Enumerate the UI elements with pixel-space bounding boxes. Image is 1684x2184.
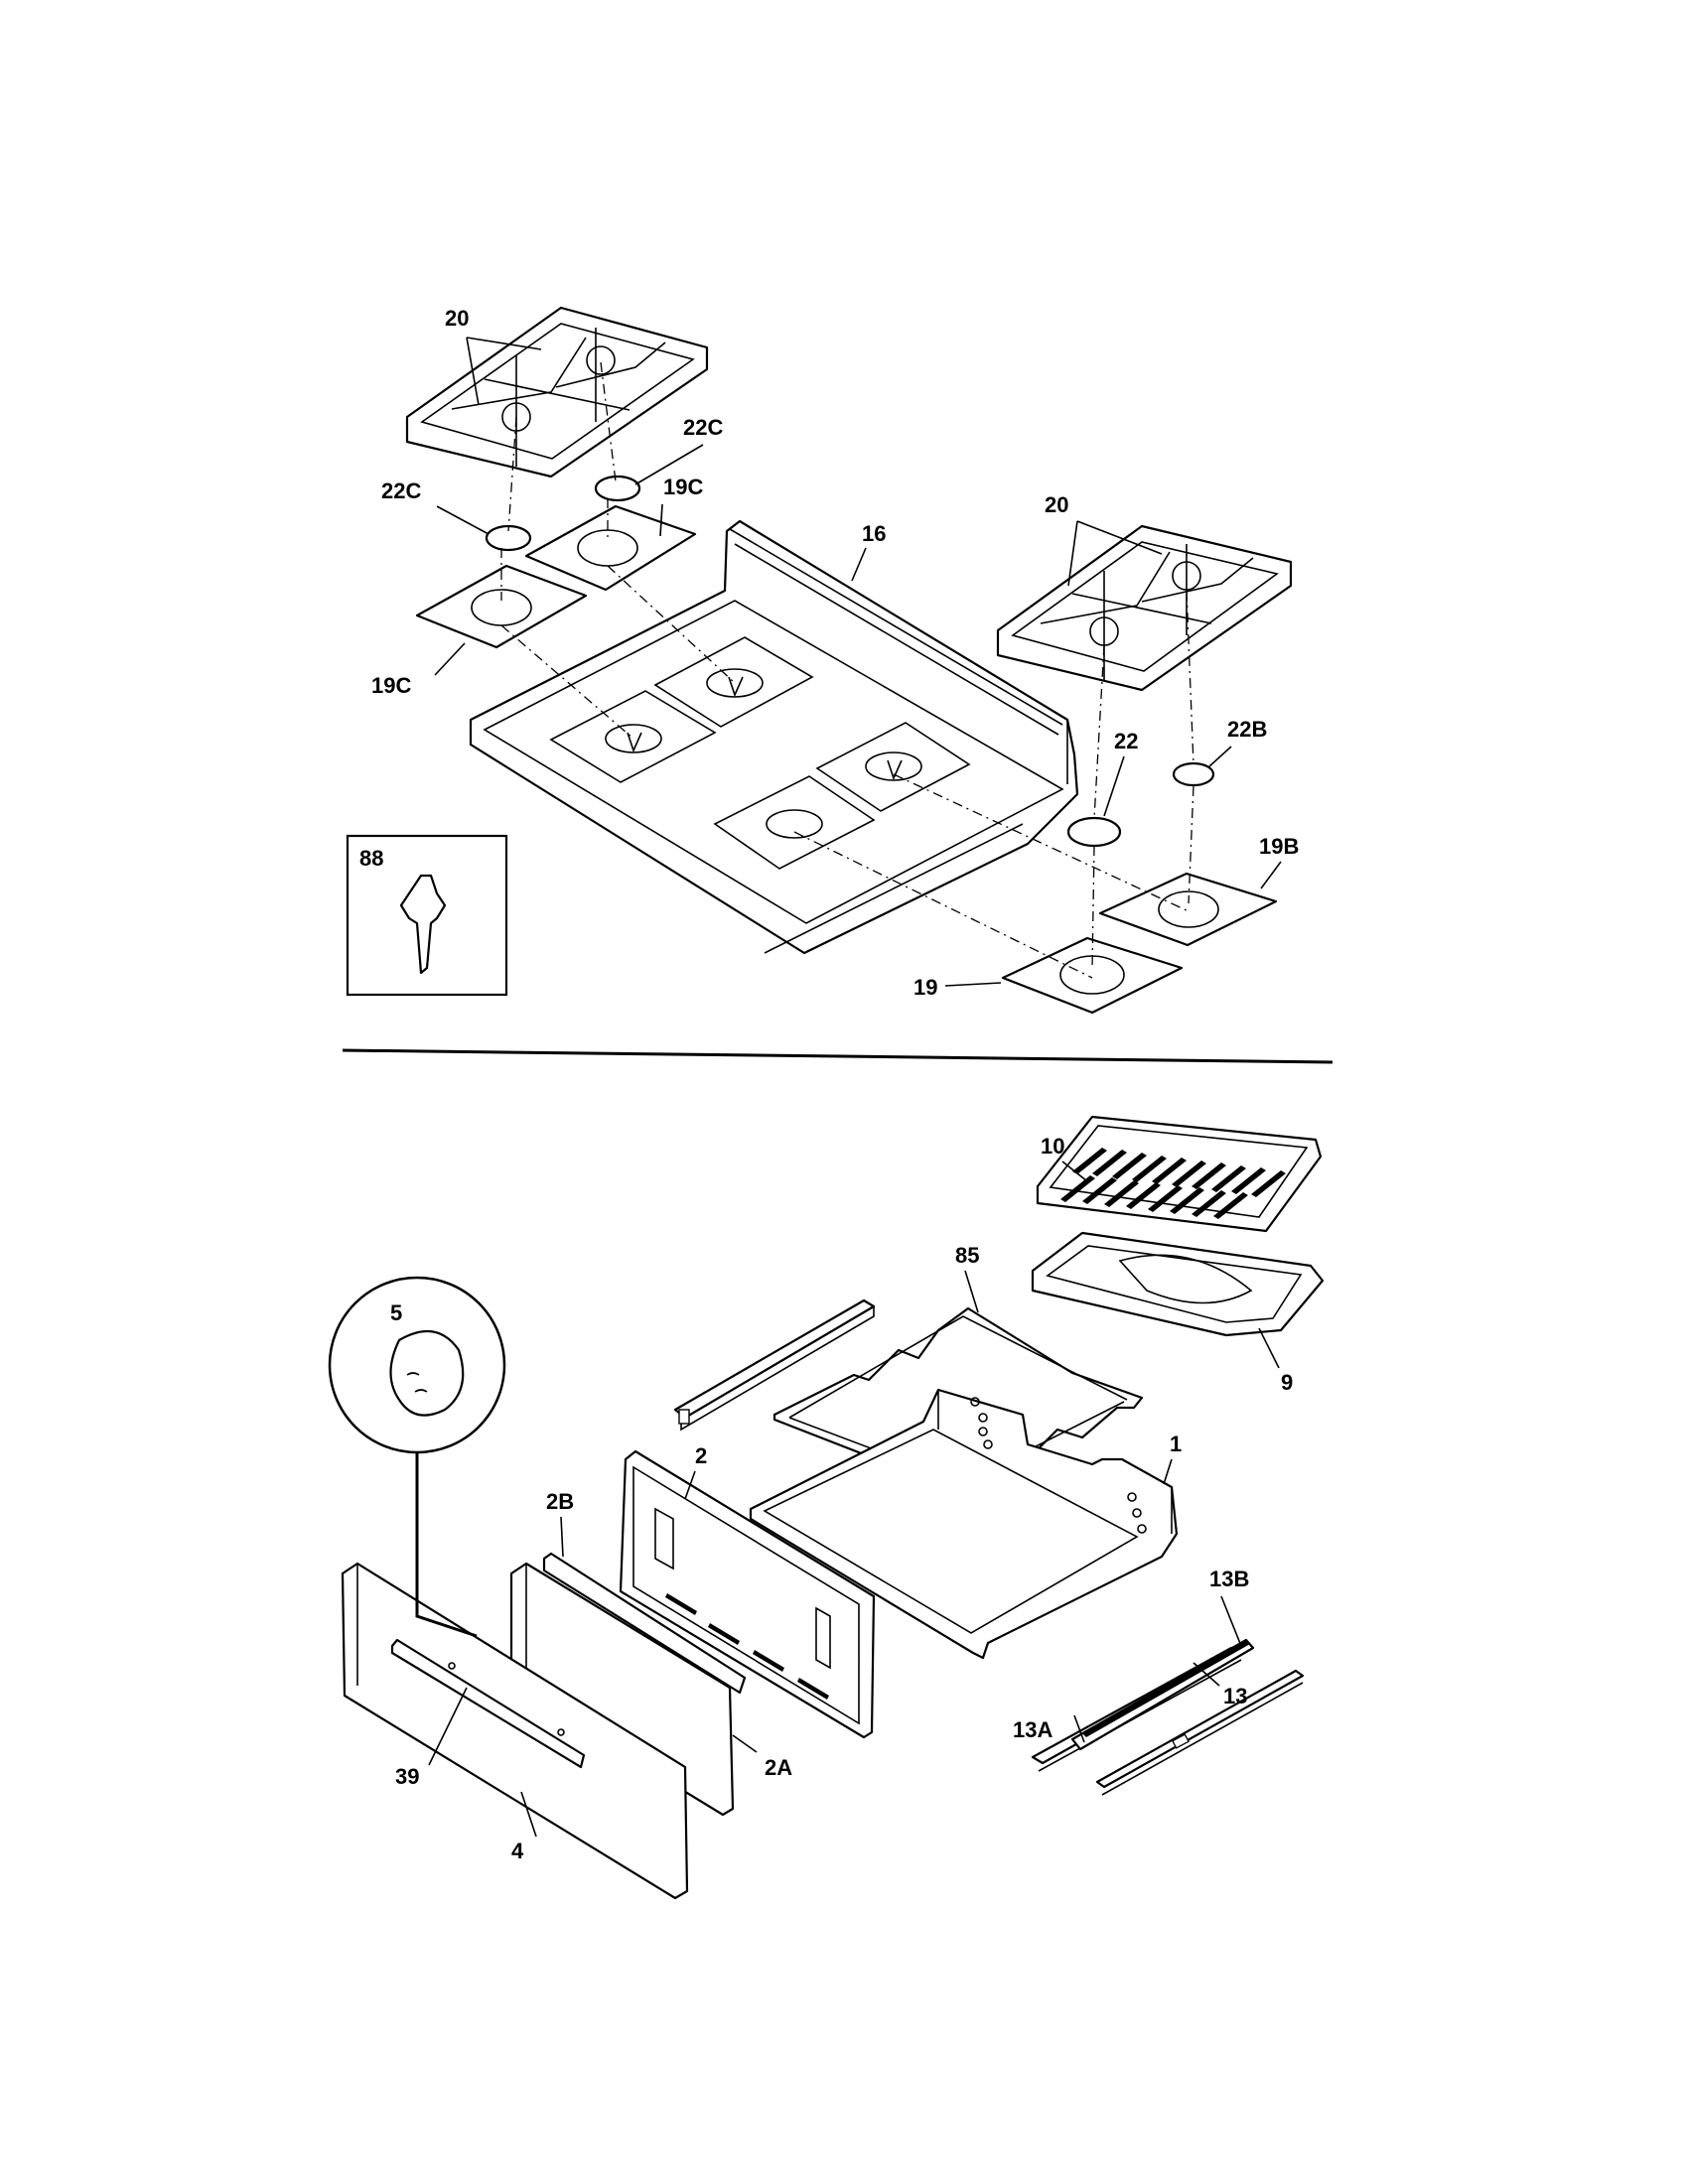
- label-2: 2: [695, 1443, 707, 1468]
- section-divider: [342, 1048, 1333, 1064]
- label-9: 9: [1281, 1370, 1293, 1395]
- label-20-right: 20: [1045, 492, 1068, 517]
- label-10: 10: [1041, 1134, 1064, 1159]
- label-88: 88: [359, 846, 383, 871]
- left-drawer-rail: [673, 1298, 876, 1432]
- burner-cap-22c-upper: [594, 475, 641, 502]
- broiler-pan: [1031, 1231, 1325, 1337]
- left-burner-grate: [405, 306, 709, 478]
- label-39: 39: [395, 1764, 419, 1789]
- label-22: 22: [1114, 729, 1138, 753]
- drawer-panel-2b-strip: [542, 1552, 747, 1695]
- label-13b: 13B: [1209, 1567, 1249, 1591]
- right-burner-grate: [996, 524, 1293, 692]
- callout-labels: 20 22C 22C 19C 19C 16 20 22 22B 19B 19 8…: [359, 306, 1299, 1863]
- top-alignment-lines: [500, 361, 1194, 979]
- label-20-left: 20: [445, 306, 469, 331]
- label-2b: 2B: [546, 1489, 574, 1514]
- drawer-back-panel: [619, 1449, 876, 1739]
- label-5: 5: [390, 1300, 402, 1325]
- knob-detail-callout: [328, 1276, 506, 1638]
- burner-cap-22b: [1172, 761, 1215, 787]
- label-22b: 22B: [1227, 717, 1267, 742]
- leader-lines: [428, 337, 1282, 1838]
- label-2a: 2A: [765, 1755, 792, 1780]
- broiler-grid: [1036, 1115, 1323, 1233]
- label-19c-upper: 19C: [663, 475, 703, 499]
- drip-pan-19: [1001, 936, 1184, 1015]
- inset-part-88-box: [346, 834, 508, 997]
- drawer-slide-13: [1095, 1669, 1305, 1796]
- drip-pan-19b: [1098, 872, 1278, 947]
- label-22c-upper: 22C: [683, 415, 723, 440]
- label-4: 4: [511, 1839, 524, 1863]
- drawer-front-panel: [341, 1562, 689, 1900]
- burner-cap-22: [1066, 816, 1122, 848]
- label-13: 13: [1223, 1684, 1247, 1708]
- drip-pan-19c-upper: [524, 504, 697, 592]
- label-85: 85: [955, 1243, 979, 1268]
- label-19c-lower: 19C: [371, 673, 411, 698]
- label-1: 1: [1170, 1432, 1182, 1456]
- label-19b: 19B: [1259, 834, 1299, 859]
- label-22c-lower: 22C: [381, 478, 421, 503]
- drawer-handle: [390, 1638, 586, 1769]
- drawer-body: [749, 1388, 1179, 1660]
- label-13a: 13A: [1013, 1717, 1052, 1742]
- label-19: 19: [913, 975, 937, 1000]
- label-16: 16: [862, 521, 886, 546]
- drawer-slide-13a: [1070, 1638, 1255, 1751]
- cooktop-main: [469, 519, 1079, 955]
